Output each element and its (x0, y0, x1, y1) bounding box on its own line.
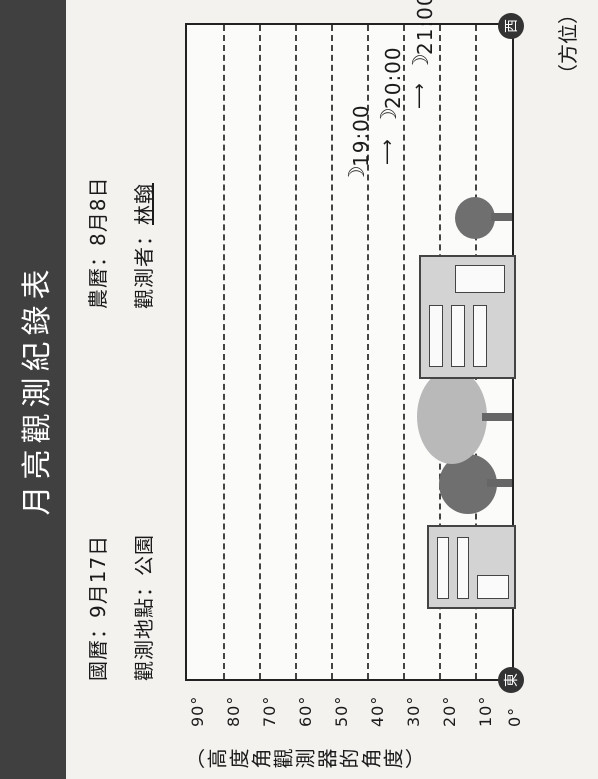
building-door (455, 265, 505, 293)
gridline-50 (331, 25, 333, 679)
tick-label-30: 30° (404, 695, 423, 727)
sheet-title: 月亮觀測紀錄表 (20, 263, 55, 516)
moon-position-1900: ☽ (345, 165, 370, 185)
tree-trunk (487, 479, 512, 487)
tick-label-0: 0° (505, 706, 524, 727)
tick-label-60: 60° (296, 695, 315, 727)
building-left (427, 525, 516, 609)
tree-large (417, 369, 487, 464)
building-window (451, 305, 465, 367)
observation-chart: ☽ 19:00 ⟶ ☽ 20:00 ⟶ ☽ 21:00 (185, 0, 516, 681)
building-window (437, 537, 449, 599)
tick-label-80: 80° (224, 695, 243, 727)
west-badge: 西 (498, 13, 524, 39)
observation-location: 觀測地點：公園 (132, 534, 156, 681)
gridline-60 (295, 25, 297, 679)
path-arrow: ⟶ (377, 139, 398, 165)
tick-label-40: 40° (368, 695, 387, 727)
building-window (473, 305, 487, 367)
east-badge: 東 (498, 667, 524, 693)
tick-label-50: 50° (332, 695, 351, 727)
direction-caption: （方位） (556, 4, 580, 84)
tick-label-70: 70° (260, 695, 279, 727)
national-calendar-date: 國曆：9月17日 (86, 534, 110, 681)
building-door (477, 575, 509, 599)
tick-label-10: 10° (476, 695, 495, 727)
gridline-80 (223, 25, 225, 679)
tree-trunk (482, 413, 512, 421)
tree-trunk (491, 213, 512, 221)
tree-small (455, 197, 495, 239)
gridline-30 (403, 25, 405, 679)
building-window (457, 537, 469, 599)
tick-label-20: 20° (440, 695, 459, 727)
gridline-70 (259, 25, 261, 679)
title-band: 月亮觀測紀錄表 (0, 0, 66, 779)
time-label-2000: 20:00 (381, 46, 405, 109)
y-axis-caption: （高度角觀測器的角度） (185, 748, 427, 772)
tick-label-90: 90° (188, 695, 207, 727)
building-window (429, 305, 443, 367)
observer-name: 林翰 (132, 183, 156, 225)
path-arrow: ⟶ (409, 83, 430, 109)
moon-position-2000: ☽ (377, 107, 402, 127)
lunar-calendar-date: 農曆：8月8日 (86, 176, 110, 309)
observer-prefix: 觀測者： (132, 225, 156, 309)
building-right (419, 255, 516, 379)
time-label-2100: 21:00 (413, 0, 437, 55)
time-label-1900: 19:00 (349, 104, 373, 167)
moon-position-2100: ☽ (409, 53, 434, 73)
observer: 觀測者：林翰 (128, 183, 157, 309)
